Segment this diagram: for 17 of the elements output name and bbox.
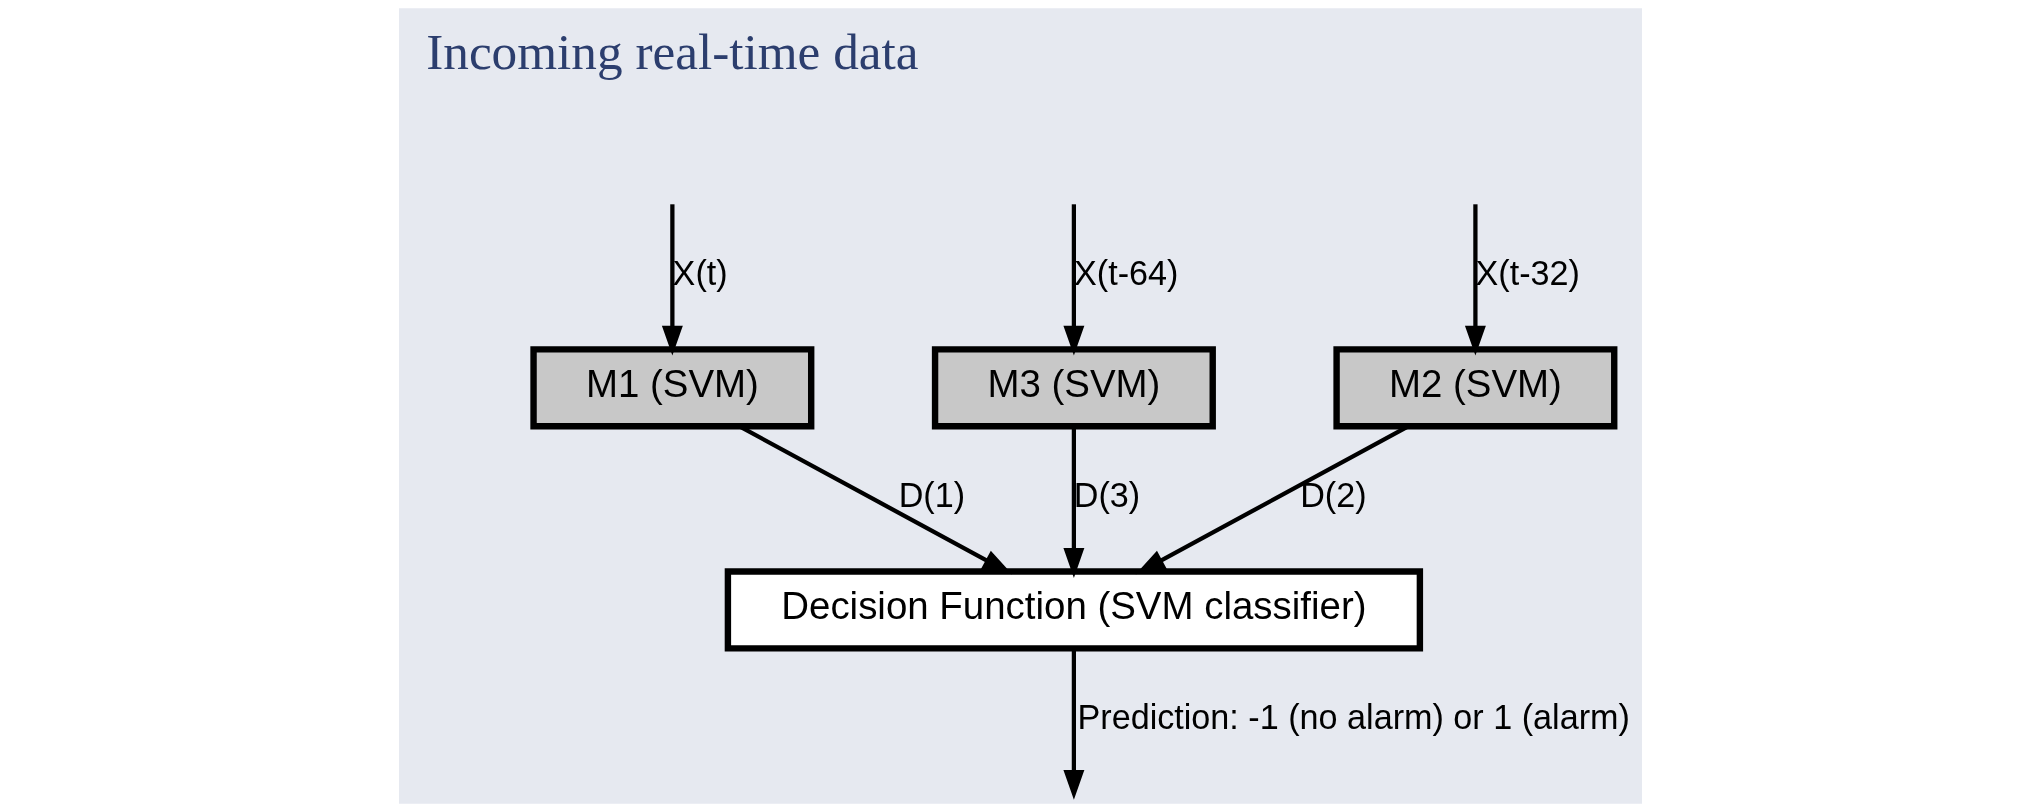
arrow [661,204,683,356]
edge-label: D(2) [1299,476,1367,515]
edge-label: X(t-32) [1475,253,1580,292]
arrow [1062,204,1084,356]
label: Incoming real-time data [425,22,919,80]
arrow [1062,426,1084,578]
node-box: M3 (SVM) [931,346,1216,430]
node-box: Decision Function (SVM classifier) [724,568,1423,652]
edge-label: D(3) [1073,476,1140,515]
arrow [1464,204,1486,356]
node-box: M1 (SVM) [529,346,814,430]
edge-label: D(1) [898,476,965,515]
node-box: M2 (SVM) [1332,346,1617,430]
edge-label: Prediction: -1 (no alarm) or 1 (alarm) [1077,698,1630,737]
edge-label: X(t) [672,253,728,292]
arrow [1062,648,1084,800]
edge-label: X(t-64) [1073,253,1178,292]
